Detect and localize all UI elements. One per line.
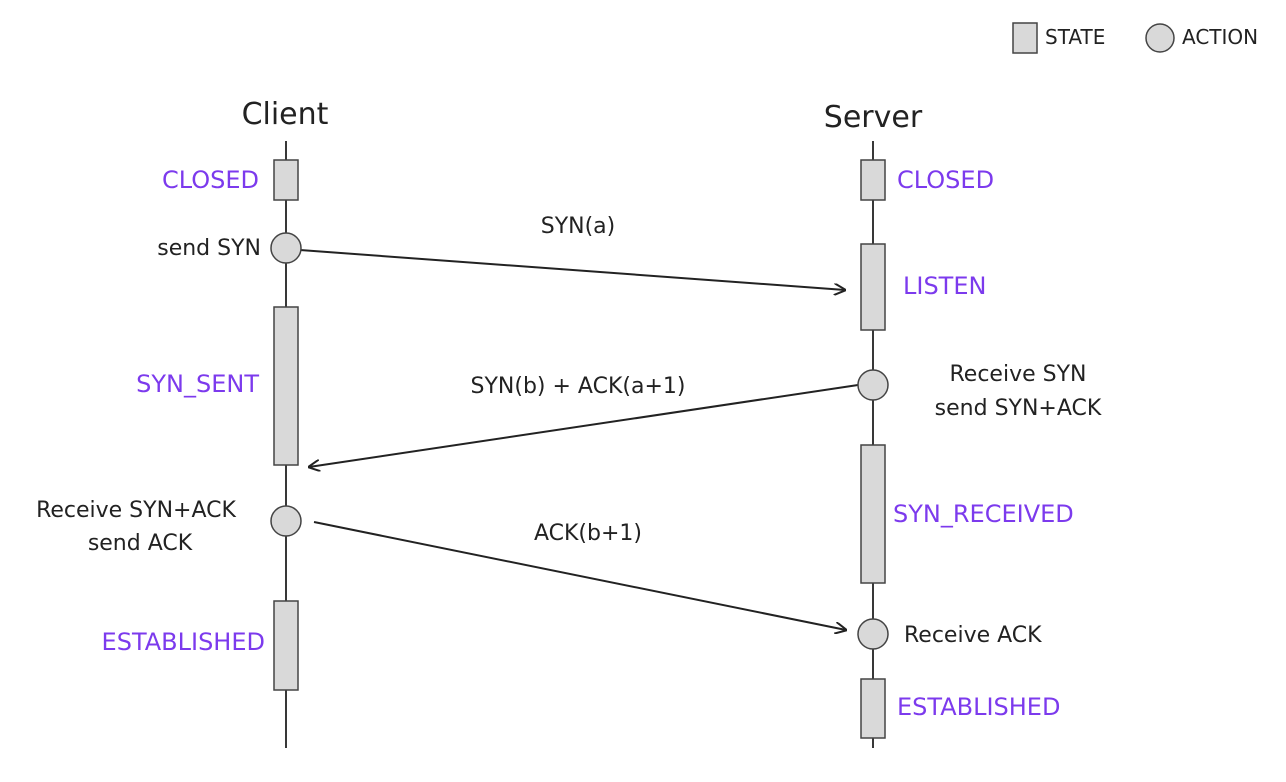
server-state-established: ESTABLISHED xyxy=(897,693,1060,721)
server-state-box-listen xyxy=(860,243,886,331)
server-action-receive-syn-label-line1: Receive SYN xyxy=(950,362,1087,387)
message-syn-ack-label: SYN(b) + ACK(a+1) xyxy=(471,374,686,399)
message-syn-ack-arrow xyxy=(309,384,859,467)
message-syn: SYN(a) xyxy=(299,214,845,290)
client-state-syn-sent: SYN_SENT xyxy=(136,370,259,398)
client-state-box-established xyxy=(273,600,299,691)
client-state-box-syn-sent xyxy=(273,306,299,466)
message-syn-label: SYN(a) xyxy=(541,214,616,239)
server-action-receive-syn-circle xyxy=(857,369,889,401)
client-title: Client xyxy=(242,97,329,132)
server-state-syn-received: SYN_RECEIVED xyxy=(893,500,1074,528)
client-action-receive-syn-ack-circle xyxy=(270,505,302,537)
server-action-receive-ack-label: Receive ACK xyxy=(904,623,1042,648)
client-action-send-syn-circle xyxy=(270,232,302,264)
client-state-box-closed xyxy=(273,159,299,201)
legend-action-label: ACTION xyxy=(1182,25,1258,49)
server-action-receive-syn-label-line2: send SYN+ACK xyxy=(935,396,1102,421)
client-action-send-syn-label: send SYN xyxy=(157,236,261,261)
server-state-closed: CLOSED xyxy=(897,166,994,194)
server-state-listen: LISTEN xyxy=(903,272,986,300)
client-action-receive-syn-ack-label-line2: send ACK xyxy=(88,531,193,556)
server-state-box-closed xyxy=(860,159,886,201)
server-action-receive-ack-circle xyxy=(857,618,889,650)
message-syn-ack: SYN(b) + ACK(a+1) xyxy=(309,374,859,467)
server-state-box-syn-received xyxy=(860,444,886,584)
message-ack-arrow xyxy=(313,521,846,630)
client-state-closed: CLOSED xyxy=(162,166,259,194)
message-ack-label: ACK(b+1) xyxy=(534,521,642,546)
legend: STATE ACTION xyxy=(1012,22,1258,54)
legend-state-icon xyxy=(1012,22,1038,54)
message-ack: ACK(b+1) xyxy=(313,521,846,630)
legend-state-label: STATE xyxy=(1045,25,1105,49)
client-state-established: ESTABLISHED xyxy=(102,628,265,656)
server-state-box-established xyxy=(860,678,886,739)
legend-action-icon xyxy=(1145,23,1175,53)
message-syn-arrow xyxy=(299,249,845,290)
client-action-receive-syn-ack-label-line1: Receive SYN+ACK xyxy=(36,498,236,523)
server-title: Server xyxy=(824,100,923,135)
